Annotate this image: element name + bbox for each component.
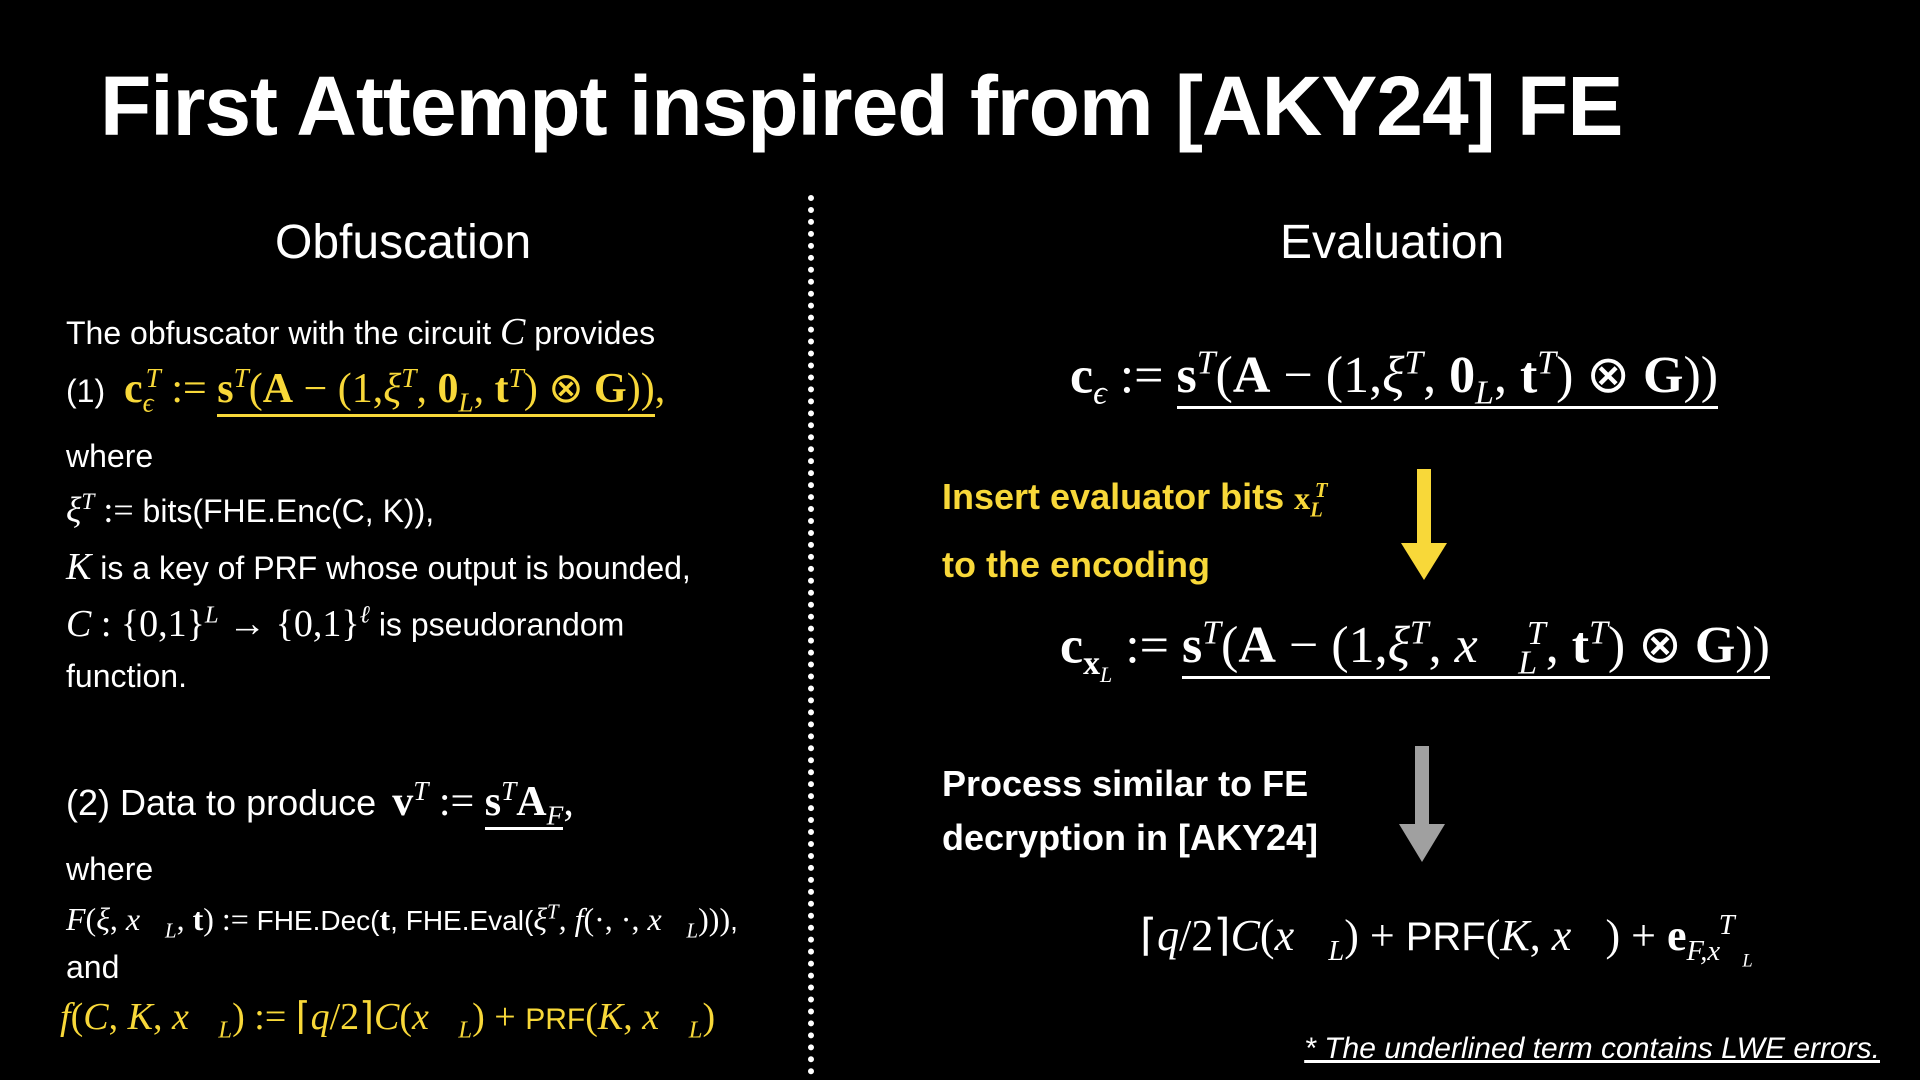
- formula-c-xl: cxL := sT(A − (1,ξT, x⃗LT, tT) ⊗ G)): [1060, 615, 1770, 687]
- insert-text-line1: Insert evaluator bits xLT: [942, 476, 1328, 522]
- xi-definition: ξT := bits(FHE.Enc(C, K)),: [66, 489, 435, 530]
- c-description: C : {0,1}L → {0,1}ℓ is pseudorandom: [66, 601, 625, 645]
- process-line1: Process similar to FE: [942, 763, 1309, 804]
- column-divider: [808, 195, 814, 1075]
- item1-formula: cϵT := sT(A − (1,ξT, 0L, tT) ⊗ G)),: [124, 363, 666, 418]
- function-word: function.: [66, 658, 187, 694]
- formula-result: ⌈q/2⌉C(x⃗L) + PRF(K, x⃗) + eF,x⃗LT: [1140, 910, 1753, 972]
- yellow-down-arrow-icon: [1401, 469, 1447, 580]
- grey-down-arrow-icon: [1399, 746, 1445, 862]
- obfuscation-intro: The obfuscator with the circuit C provid…: [66, 311, 656, 353]
- slide-title: First Attempt inspired from [AKY24] FE: [100, 59, 1623, 153]
- item2-row: (2) Data to produce vT := sTAF,: [66, 776, 574, 831]
- f-definition: F(ξ, x⃗L, t) := FHE.Dec(t, FHE.Eval(ξT, …: [66, 900, 738, 943]
- evaluation-heading: Evaluation: [1280, 216, 1505, 269]
- where-1: where: [66, 438, 154, 474]
- f-small-definition: f(C, K, x⃗L) := ⌈q/2⌉C(x⃗L) + PRF(K, x⃗L…: [60, 996, 716, 1044]
- footnote: * The underlined term contains LWE error…: [1304, 1032, 1880, 1065]
- where-2: where: [66, 851, 154, 887]
- and-word: and: [66, 949, 120, 985]
- obfuscation-heading: Obfuscation: [275, 216, 532, 269]
- insert-text-line2: to the encoding: [942, 544, 1210, 585]
- process-line2: decryption in [AKY24]: [942, 817, 1319, 858]
- item1-row: (1) cϵT := sT(A − (1,ξT, 0L, tT) ⊗ G)),: [66, 363, 666, 418]
- formula-c-epsilon: cϵ := sT(A − (1,ξT, 0L, tT) ⊗ G)): [1070, 345, 1719, 412]
- k-description: K is a key of PRF whose output is bounde…: [66, 546, 691, 588]
